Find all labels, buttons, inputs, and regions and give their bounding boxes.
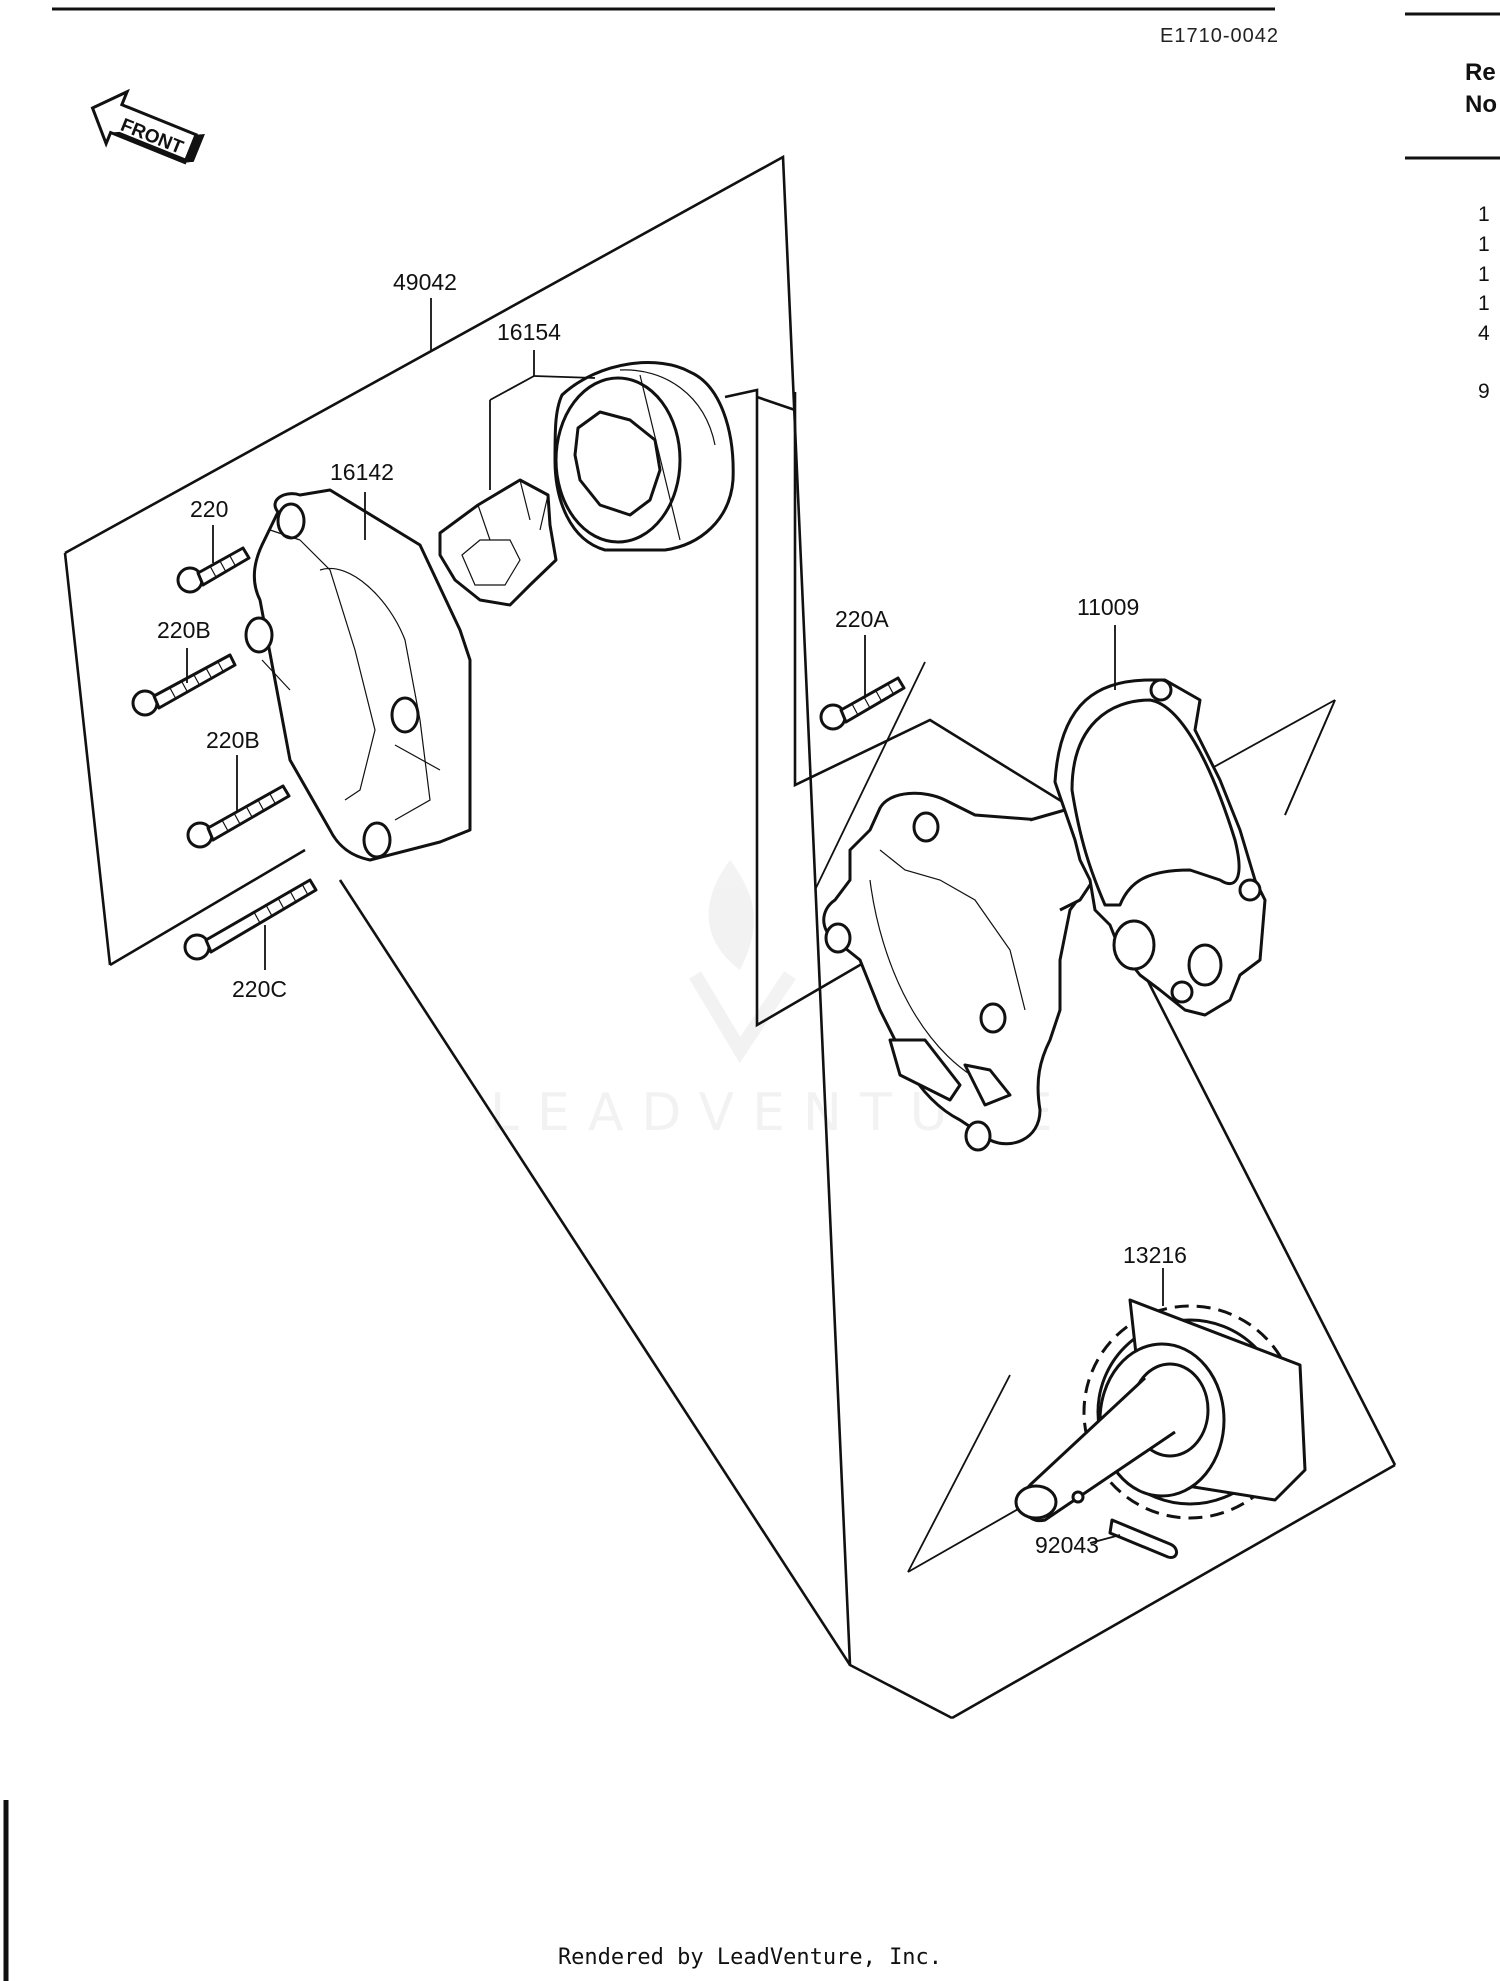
- footer-credit: Rendered by LeadVenture, Inc.: [557, 1945, 943, 1970]
- bolt-220A-part: [819, 676, 906, 731]
- callout-13216: 13216: [1123, 1242, 1187, 1268]
- ref-table-row: 9: [1478, 380, 1490, 403]
- bolt-220B-upper-part: [131, 653, 237, 717]
- callout-220B-upper: 220B: [157, 617, 211, 643]
- callout-220B-lower: 220B: [206, 727, 260, 753]
- ref-table-header-line2: No: [1465, 91, 1497, 118]
- inner-rotor-part: [438, 478, 558, 607]
- gear-shaft-part: [1014, 1298, 1307, 1523]
- callout-220A: 220A: [835, 606, 889, 632]
- bolt-220B-lower-part: [186, 784, 291, 849]
- bolt-220-part: [176, 546, 251, 594]
- ref-table-header-line1: Re: [1465, 59, 1496, 86]
- callout-16142: 16142: [330, 459, 394, 485]
- callout-16154: 16154: [497, 319, 561, 345]
- outer-rotor-part: [553, 361, 735, 552]
- callout-92043: 92043: [1035, 1532, 1099, 1558]
- leader-lines: [186, 298, 1164, 1544]
- front-arrow-icon: FRONT: [90, 88, 205, 165]
- ref-table-row: 1: [1478, 233, 1490, 256]
- ref-table-row: 4: [1478, 322, 1490, 345]
- callout-11009: 11009: [1077, 594, 1139, 620]
- bolt-220C-part: [183, 878, 318, 961]
- callout-49042: 49042: [393, 269, 457, 295]
- gasket-part: [1053, 678, 1267, 1017]
- ref-table-row: 1: [1478, 292, 1490, 315]
- pump-cover-part: [244, 488, 472, 862]
- ref-table: Re No 1 1 1 1 4 9: [1465, 59, 1497, 403]
- left-assembly-outline: [63, 154, 1397, 1720]
- diagram-code: E1710-0042: [1160, 25, 1279, 47]
- pin-part: [1108, 1518, 1178, 1559]
- ref-table-row: 1: [1478, 263, 1490, 286]
- callout-220C: 220C: [232, 976, 287, 1002]
- ref-table-row: 1: [1478, 203, 1490, 226]
- callout-220: 220: [190, 496, 228, 522]
